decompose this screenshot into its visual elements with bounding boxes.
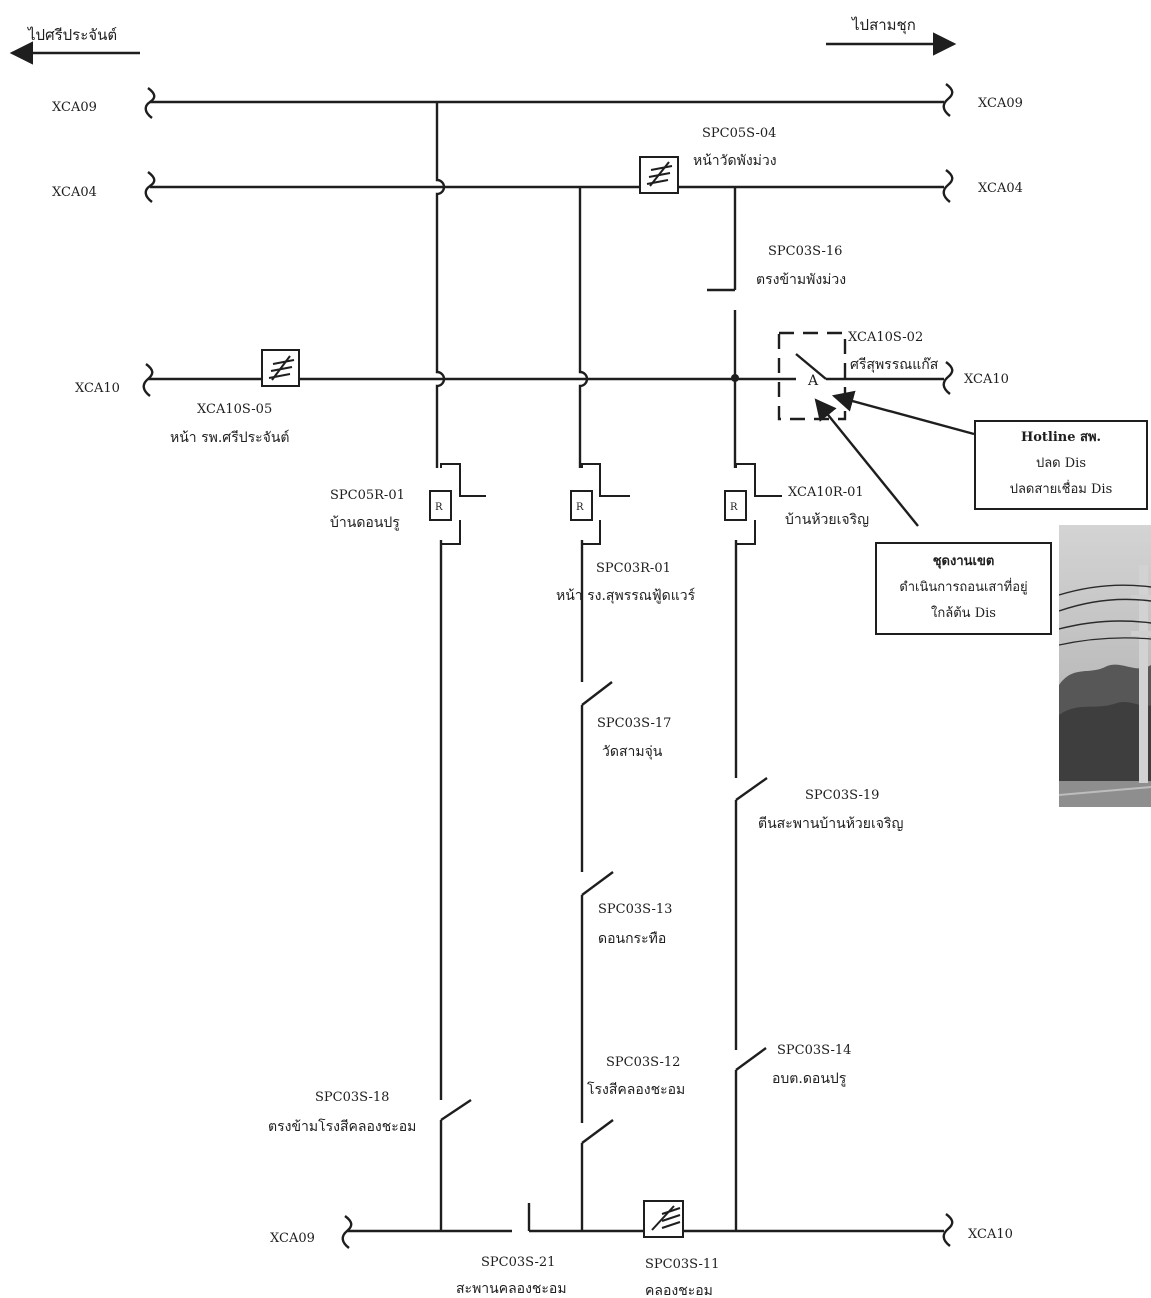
pole-photo xyxy=(1059,525,1151,807)
switch-spc03s-12[interactable] xyxy=(581,1119,614,1144)
feeder-label-top-right: XCA09 xyxy=(978,96,1023,111)
location-spc03s-13: ดอนกระทือ xyxy=(598,931,666,947)
switch-spc03s-17[interactable] xyxy=(581,681,613,706)
feeder-label-mid-right: XCA04 xyxy=(978,181,1023,196)
location-spc03s-19: ตีนสะพานบ้านห้วยเจริญ xyxy=(758,816,904,832)
hotline-line2: ปลดสายเชื่อม Dis xyxy=(1009,482,1113,497)
feeder-label-xca10-right: XCA10 xyxy=(964,372,1009,387)
code-spc03s-19: SPC03S-19 xyxy=(805,788,879,803)
switch-xca10s-02[interactable] xyxy=(777,331,847,421)
code-spc03s-12: SPC03S-12 xyxy=(606,1055,680,1070)
direction-left-label: ไปศรีประจันต์ xyxy=(27,26,117,44)
vertical-line-1 xyxy=(435,102,446,1231)
crew-line2: ใกล้ต้น Dis xyxy=(931,606,996,621)
hotline-arrow xyxy=(831,390,975,436)
code-spc03s-13: SPC03S-13 xyxy=(598,902,672,917)
vertical-line-3 xyxy=(733,187,738,1231)
feeder-label-top-left: XCA09 xyxy=(52,100,97,115)
hotline-callout: Hotline สพ. ปลด Dis ปลดสายเชื่อม Dis xyxy=(974,420,1148,510)
location-spc03s-14: อบต.ดอนปรู xyxy=(772,1071,847,1087)
bus-bottom xyxy=(341,1213,954,1249)
hotline-title: Hotline สพ. xyxy=(1020,430,1102,445)
switch-xca10s-05[interactable] xyxy=(261,349,300,387)
location-spc03s-16: ตรงข้ามพังม่วง xyxy=(756,272,846,288)
switch-spc03s-19[interactable] xyxy=(735,777,768,801)
recloser-symbol: R xyxy=(576,502,584,513)
code-spc03s-18: SPC03S-18 xyxy=(315,1090,389,1105)
recloser-symbol: R xyxy=(435,502,443,513)
location-spc05s-04: หน้าวัดพังม่วง xyxy=(693,153,777,169)
hotline-line1: ปลด Dis xyxy=(1035,456,1087,471)
switch-spc03s-11[interactable] xyxy=(643,1200,684,1238)
feeder-label-xca10-left: XCA10 xyxy=(75,381,120,396)
code-spc03s-17: SPC03S-17 xyxy=(597,716,671,731)
feeder-label-bottom-right: XCA10 xyxy=(968,1227,1013,1242)
recloser-spc03r-01[interactable]: R xyxy=(570,463,630,545)
recloser-symbol: R xyxy=(730,502,738,513)
crew-arrow xyxy=(814,398,919,527)
crew-title: ชุดงานเขต xyxy=(932,554,995,569)
crew-callout: ชุดงานเขต ดำเนินการถอนเสาที่อยู่ ใกล้ต้น… xyxy=(875,542,1052,635)
vertical-line-2 xyxy=(578,187,589,1231)
location-xca10s-02: ศรีสุพรรณแก๊ส xyxy=(850,357,939,373)
code-spc05s-04: SPC05S-04 xyxy=(702,126,776,141)
code-xca10s-02: XCA10S-02 xyxy=(848,330,923,345)
location-spc03s-11: คลองชะอม xyxy=(645,1283,713,1298)
switch-spc05s-04[interactable] xyxy=(639,156,679,194)
code-xca10r-01: XCA10R-01 xyxy=(788,485,864,500)
location-spc03s-21: สะพานคลองชะอม xyxy=(456,1281,567,1297)
code-spc03s-21: SPC03S-21 xyxy=(481,1255,555,1270)
switch-spc03s-18[interactable] xyxy=(440,1099,472,1121)
code-xca10s-05: XCA10S-05 xyxy=(197,402,272,417)
code-spc05r-01: SPC05R-01 xyxy=(330,488,405,503)
location-spc03s-12: โรงสีคลองชะอม xyxy=(587,1081,685,1098)
code-spc03s-11: SPC03S-11 xyxy=(645,1257,719,1272)
code-spc03s-16: SPC03S-16 xyxy=(768,244,842,259)
feeder-label-bottom-left: XCA09 xyxy=(270,1231,315,1246)
bus-xca04 xyxy=(144,169,954,203)
location-spc03s-17: วัดสามจุ่น xyxy=(602,744,663,760)
bus-xca10 xyxy=(142,361,954,397)
code-spc03r-01: SPC03R-01 xyxy=(596,561,671,576)
recloser-xca10r-01[interactable]: R xyxy=(724,463,782,545)
location-spc03s-18: ตรงข้ามโรงสีคลองชะอม xyxy=(268,1118,416,1135)
location-xca10s-05: หน้า รพ.ศรีประจันต์ xyxy=(170,429,290,446)
direction-right-label: ไปสามชุก xyxy=(851,16,916,35)
switch-marker-a: A xyxy=(807,373,819,389)
location-xca10r-01: บ้านห้วยเจริญ xyxy=(785,512,869,528)
location-spc05r-01: บ้านดอนปรู xyxy=(330,515,400,531)
code-spc03s-14: SPC03S-14 xyxy=(777,1043,851,1058)
switch-spc03s-13[interactable] xyxy=(581,871,614,896)
recloser-spc05r-01[interactable]: R xyxy=(429,463,486,545)
feeder-label-mid-left: XCA04 xyxy=(52,185,97,200)
location-spc03r-01: หน้า รง.สุพรรณฟู้ดแวร์ xyxy=(556,587,696,604)
crew-line1: ดำเนินการถอนเสาที่อยู่ xyxy=(899,580,1028,595)
switch-spc03s-14[interactable] xyxy=(735,1047,767,1071)
bus-xca09-top xyxy=(144,83,954,119)
